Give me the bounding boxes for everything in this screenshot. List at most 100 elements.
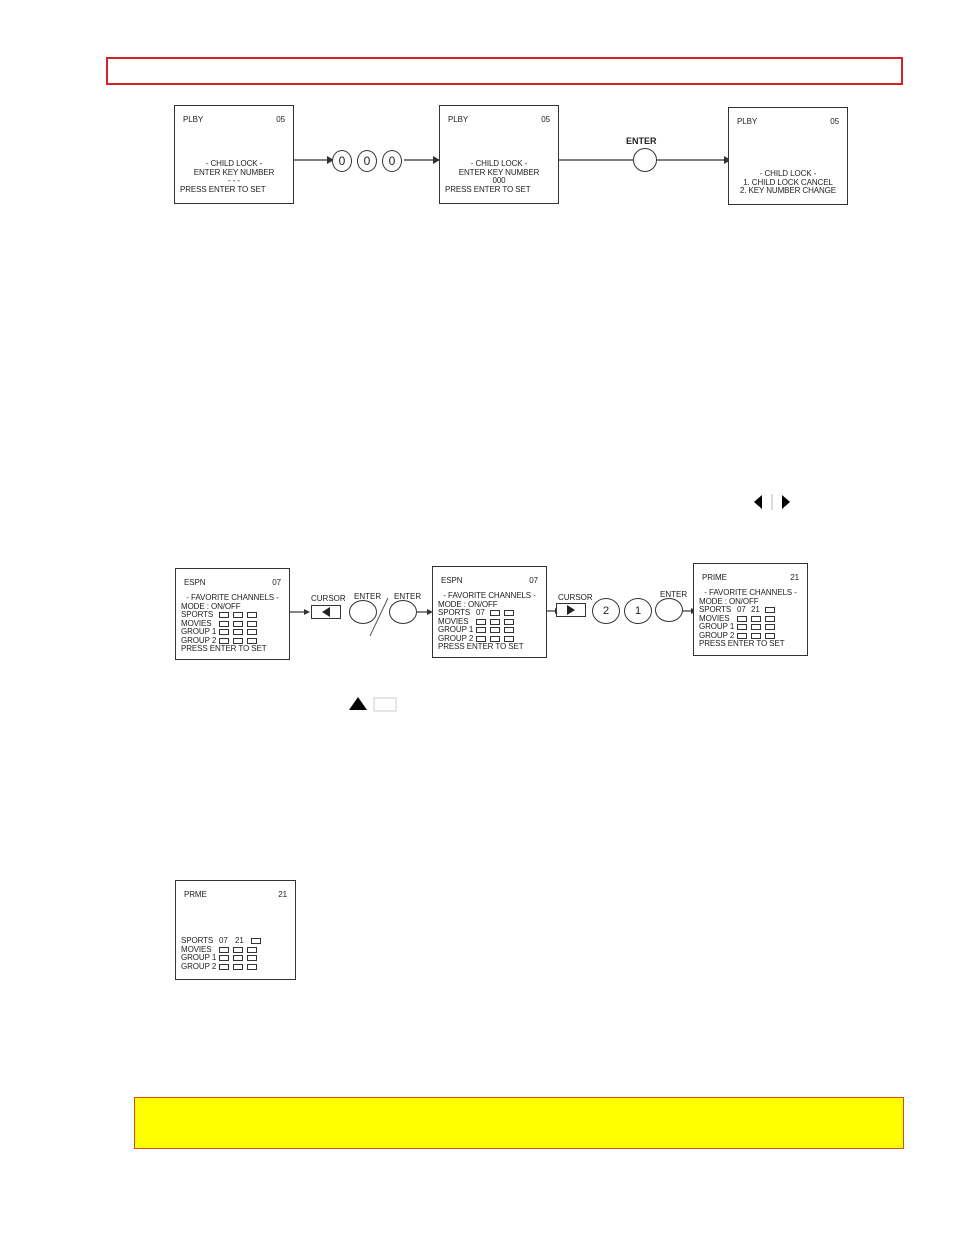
enter-label: ENTER bbox=[660, 590, 688, 599]
row-label: SPORTS bbox=[438, 608, 471, 617]
channel-value: 21 bbox=[235, 936, 244, 945]
key-0-button[interactable]: 0 bbox=[332, 150, 352, 172]
row-label: MOVIES bbox=[181, 618, 212, 628]
screen-title: - CHILD LOCK - bbox=[759, 169, 817, 178]
screen-line: PRESS ENTER TO SET bbox=[445, 185, 531, 194]
favorite-screen-a: ESPN 07 - FAVORITE CHANNELS - MODE : ON/… bbox=[175, 568, 290, 660]
screen-line: PRESS ENTER TO SET bbox=[180, 185, 266, 194]
channel-slot bbox=[233, 637, 243, 644]
enter-button[interactable] bbox=[633, 148, 657, 172]
row-label: MOVIES bbox=[699, 613, 730, 623]
channel-slot bbox=[247, 637, 257, 644]
arrow-icon bbox=[417, 609, 433, 615]
channel-slot bbox=[233, 946, 243, 953]
menu-option: 1. CHILD LOCK CANCEL bbox=[743, 177, 833, 187]
channel-slot bbox=[247, 629, 257, 636]
channel-value: 07 bbox=[737, 605, 746, 614]
channel-number: 21 bbox=[278, 890, 287, 899]
row-label: GROUP 1 bbox=[181, 953, 217, 962]
row-label: GROUP 2 bbox=[438, 633, 474, 643]
channel-slot bbox=[476, 618, 486, 625]
station-name: PLBY bbox=[737, 117, 758, 126]
channel-slot bbox=[247, 963, 257, 970]
channel-slot bbox=[765, 624, 775, 631]
left-triangle-icon bbox=[322, 607, 330, 617]
screen-line: 000 bbox=[492, 176, 506, 185]
screen-line: ENTER KEY NUMBER bbox=[193, 167, 275, 177]
channel-slot bbox=[490, 610, 500, 617]
mode-line: MODE : ON/OFF bbox=[181, 601, 241, 611]
channel-slot bbox=[765, 615, 775, 622]
row-label: GROUP 1 bbox=[699, 622, 735, 631]
channel-slot bbox=[247, 946, 257, 953]
channel-slot bbox=[504, 635, 514, 642]
screen-footer: PRESS ENTER TO SET bbox=[438, 642, 524, 651]
channel-slot bbox=[247, 620, 257, 627]
channel-slot bbox=[504, 627, 514, 634]
channel-slot bbox=[490, 618, 500, 625]
channel-slot bbox=[737, 615, 747, 622]
channel-value: 07 bbox=[219, 936, 228, 945]
channel-slot bbox=[219, 620, 229, 627]
row-label: GROUP 1 bbox=[181, 627, 217, 636]
channel-slot bbox=[247, 612, 257, 619]
channel-slot bbox=[219, 963, 229, 970]
channel-slot bbox=[219, 629, 229, 636]
enter-label: ENTER bbox=[354, 592, 382, 601]
channel-slot bbox=[751, 624, 761, 631]
channel-slot bbox=[219, 955, 229, 962]
screen-footer: PRESS ENTER TO SET bbox=[699, 639, 785, 648]
mode-line: MODE : ON/OFF bbox=[699, 596, 759, 606]
screen-title: - CHILD LOCK - bbox=[205, 159, 263, 168]
channel-slot bbox=[476, 627, 486, 634]
channel-slot bbox=[233, 963, 243, 970]
child-lock-screen-a: PLBY 05 - CHILD LOCK - ENTER KEY NUMBER … bbox=[174, 105, 294, 204]
channel-number: 21 bbox=[790, 573, 799, 582]
station-name: PRME bbox=[184, 890, 207, 899]
enter-label: ENTER bbox=[394, 592, 422, 601]
screen-line: - - - bbox=[228, 176, 240, 185]
cursor-right-button[interactable] bbox=[556, 603, 586, 617]
channel-slot bbox=[765, 607, 775, 614]
channel-slot bbox=[476, 635, 486, 642]
channel-slot bbox=[765, 632, 775, 639]
enter-button[interactable] bbox=[655, 598, 683, 622]
slash-divider bbox=[369, 598, 389, 637]
channel-slot bbox=[219, 612, 229, 619]
left-right-arrows-icon bbox=[754, 494, 790, 510]
screen-title: - FAVORITE CHANNELS - bbox=[186, 593, 279, 602]
menu-option: 2. KEY NUMBER CHANGE bbox=[739, 186, 837, 195]
key-2-button[interactable]: 2 bbox=[592, 598, 620, 624]
channel-slot bbox=[219, 637, 229, 644]
key-1-button[interactable]: 1 bbox=[624, 598, 652, 624]
screen-line: ENTER KEY NUMBER bbox=[458, 167, 540, 177]
channel-number: 05 bbox=[830, 117, 839, 126]
screen-title: - CHILD LOCK - bbox=[470, 159, 528, 168]
screen-title: - FAVORITE CHANNELS - bbox=[443, 591, 536, 600]
cursor-left-button[interactable] bbox=[311, 605, 341, 619]
channel-slot bbox=[490, 627, 500, 634]
station-name: ESPN bbox=[441, 576, 463, 585]
row-label: GROUP 2 bbox=[181, 635, 217, 645]
station-name: PLBY bbox=[448, 115, 469, 124]
header-bar bbox=[106, 57, 903, 85]
favorite-screen-b: ESPN 07 - FAVORITE CHANNELS - MODE : ON/… bbox=[432, 566, 547, 658]
row-label: GROUP 1 bbox=[438, 625, 474, 634]
channel-number: 05 bbox=[276, 115, 285, 124]
enter-button[interactable] bbox=[349, 600, 377, 624]
channel-number: 07 bbox=[529, 576, 538, 585]
channel-number: 05 bbox=[541, 115, 550, 124]
channel-slot bbox=[251, 938, 261, 945]
favorite-screen-c: PRIME 21 - FAVORITE CHANNELS - MODE : ON… bbox=[693, 563, 808, 656]
up-down-arrows-icon bbox=[349, 697, 397, 712]
key-0-button[interactable]: 0 bbox=[357, 150, 377, 172]
key-0-button[interactable]: 0 bbox=[382, 150, 402, 172]
arrow-icon bbox=[404, 156, 440, 164]
enter-button[interactable] bbox=[389, 600, 417, 624]
row-label: SPORTS bbox=[181, 610, 214, 619]
channel-value: 07 bbox=[476, 608, 485, 617]
channel-slot bbox=[233, 955, 243, 962]
child-lock-screen-c: PLBY 05 - CHILD LOCK - 1. CHILD LOCK CAN… bbox=[728, 107, 848, 205]
channel-slot bbox=[233, 612, 243, 619]
